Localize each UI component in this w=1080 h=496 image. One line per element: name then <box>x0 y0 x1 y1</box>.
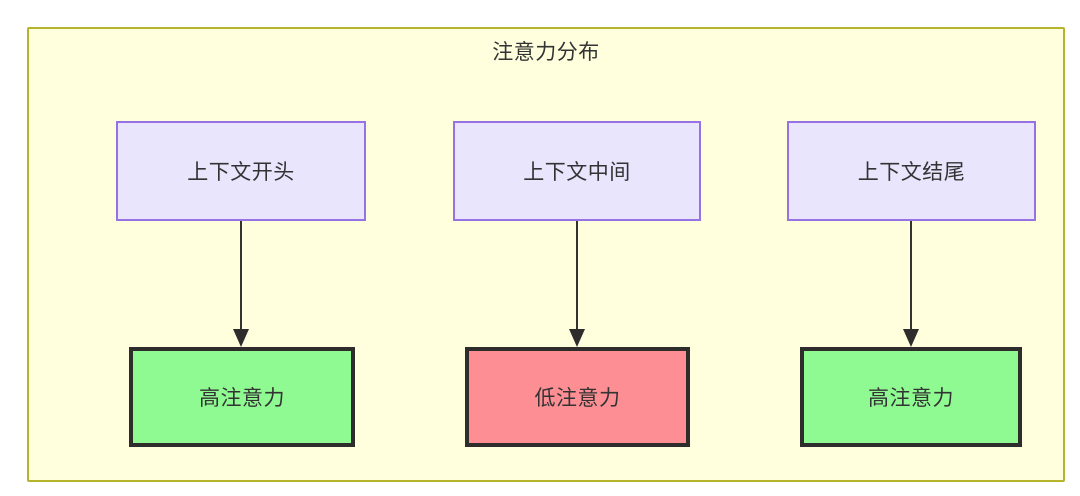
node-attention-end-label: 高注意力 <box>868 387 954 410</box>
node-context-end[interactable]: 上下文结尾 <box>787 121 1036 221</box>
node-context-start[interactable]: 上下文开头 <box>116 121 366 221</box>
node-attention-start-label: 高注意力 <box>199 387 285 410</box>
node-attention-middle-label: 低注意力 <box>534 387 621 410</box>
node-attention-end[interactable]: 高注意力 <box>800 347 1022 447</box>
subgraph-title: 注意力分布 <box>492 41 600 64</box>
node-context-end-label: 上下文结尾 <box>857 161 966 184</box>
edge-start-arrowhead-icon <box>233 329 249 347</box>
edge-middle <box>568 221 586 347</box>
node-context-start-label: 上下文开头 <box>187 161 295 184</box>
edge-end-arrowhead-icon <box>903 329 919 347</box>
edge-middle-arrowhead-icon <box>569 329 585 347</box>
node-attention-start[interactable]: 高注意力 <box>129 347 355 447</box>
edge-end <box>902 221 920 347</box>
node-context-middle-label: 上下文中间 <box>523 161 631 184</box>
attention-distribution-subgraph: 注意力分布 上下文开头 高注意力 上下文中间 低注意力 <box>27 27 1065 482</box>
edge-start <box>232 221 250 347</box>
node-attention-middle[interactable]: 低注意力 <box>465 347 690 447</box>
node-context-middle[interactable]: 上下文中间 <box>453 121 701 221</box>
